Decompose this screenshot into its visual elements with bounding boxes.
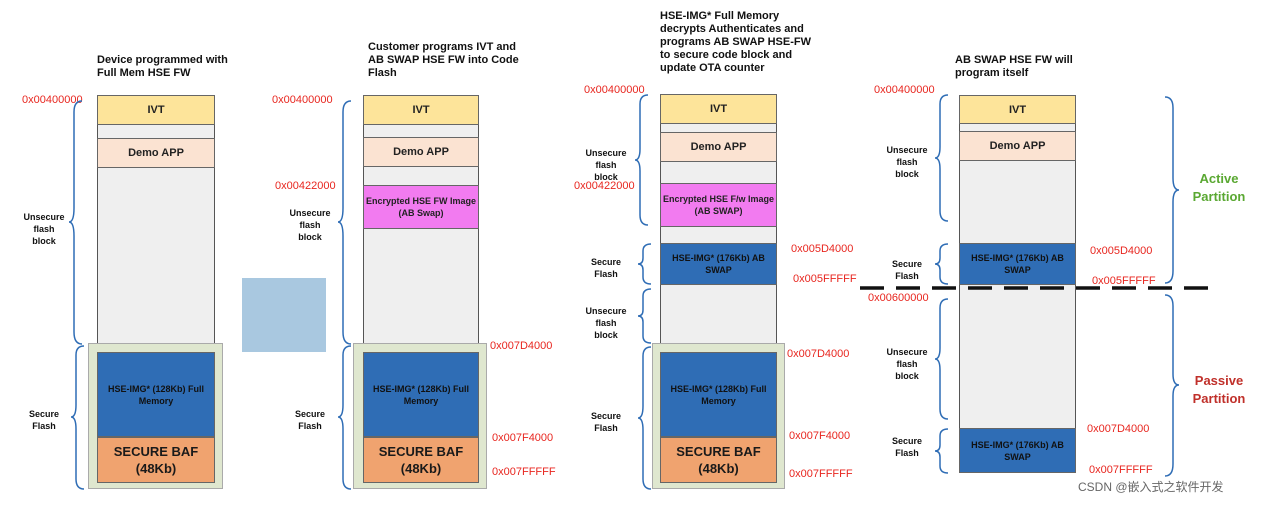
panel3-title: HSE-IMG* Full Memory decrypts Authentica… [660, 10, 811, 74]
panel1-secure-baf-block: SECURE BAF (48Kb) [97, 437, 215, 483]
panel3-unsecure-label-1: Unsecure flash block [585, 148, 627, 182]
active-partition-bracket [1164, 96, 1180, 284]
panel1-demo-app-block: Demo APP [97, 138, 215, 168]
panel4-secure-bracket-1 [934, 243, 949, 285]
panel1-unsecure-bracket [68, 100, 83, 345]
panel3-secure-label-2: Secure Flash [590, 411, 622, 433]
panel3-secure-bracket-2 [637, 346, 652, 490]
watermark-text: CSDN @嵌入式之软件开发 [1078, 480, 1224, 494]
panel4-address-swap-end: 0x005FFFFF [1092, 275, 1156, 287]
panel3-address-swap-end: 0x005FFFFF [793, 273, 857, 285]
panel2-encrypted-image-block: Encrypted HSE FW Image (AB Swap) [363, 185, 479, 229]
panel4-demo-app-block: Demo APP [959, 131, 1076, 161]
panel4-address-start: 0x00400000 [874, 84, 935, 96]
panel2-hse-full-block: HSE-IMG* (128Kb) Full Memory [363, 352, 479, 437]
panel2-secure-label: Secure Flash [294, 409, 326, 431]
decorative-blue-square [242, 278, 326, 352]
panel4-hse-ab-swap-active-block: HSE-IMG* (176Kb) AB SWAP [959, 243, 1076, 285]
panel2-address-start: 0x00400000 [272, 94, 333, 106]
panel3-demo-app-block: Demo APP [660, 132, 777, 162]
panel3-encrypted-image-block: Encrypted HSE F/w Image (AB SWAP) [660, 183, 777, 227]
panel2-address-baf: 0x007F4000 [492, 432, 554, 444]
panel4-address-end: 0x007FFFFF [1089, 464, 1153, 476]
passive-partition-label: Passive Partition [1192, 373, 1246, 406]
panel2-secure-baf-block: SECURE BAF (48Kb) [363, 437, 479, 483]
panel4-ivt-block: IVT [959, 95, 1076, 124]
panel3-unsecure-bracket-1 [634, 94, 649, 226]
panel2-address-encrypted: 0x00422000 [275, 180, 336, 192]
panel2-ivt-block: IVT [363, 95, 479, 125]
panel4-hse-ab-swap-passive-block: HSE-IMG* (176Kb) AB SWAP [959, 428, 1076, 473]
panel2-unsecure-bracket [337, 100, 352, 345]
panel4-unsecure-bracket-1 [934, 94, 949, 222]
panel4-secure-label-2: Secure Flash [891, 436, 923, 458]
panel2-address-end: 0x007FFFFF [492, 466, 556, 478]
panel3-secure-label-1: Secure Flash [590, 257, 622, 279]
panel3-hse-ab-swap-block: HSE-IMG* (176Kb) AB SWAP [660, 243, 777, 285]
panel4-unsecure-label-1: Unsecure flash block [886, 145, 928, 179]
panel2-unsecure-label: Unsecure flash block [289, 208, 331, 242]
panel1-address-start: 0x00400000 [22, 94, 83, 106]
panel3-secure-baf-block: SECURE BAF (48Kb) [660, 437, 777, 483]
panel4-secure-label-1: Secure Flash [891, 259, 923, 281]
panel1-secure-bracket [70, 345, 85, 490]
panel3-unsecure-bracket-2 [637, 288, 652, 344]
panel4-title: AB SWAP HSE FW will program itself [955, 54, 1073, 79]
panel4-address-secure: 0x007D4000 [1087, 423, 1150, 435]
panel3-address-encrypted: 0x00422000 [574, 180, 635, 192]
panel1-unsecure-label: Unsecure flash block [23, 212, 65, 246]
active-partition-label: Active Partition [1192, 171, 1246, 204]
passive-partition-bracket [1164, 294, 1180, 477]
panel3-hse-full-block: HSE-IMG* (128Kb) Full Memory [660, 352, 777, 437]
partition-divider-line [860, 286, 1216, 290]
panel2-secure-bracket [337, 345, 352, 490]
panel3-address-swap: 0x005D4000 [791, 243, 854, 255]
panel3-secure-bracket-1 [637, 243, 652, 285]
panel3-address-secure: 0x007D4000 [787, 348, 850, 360]
panel4-address-swap: 0x005D4000 [1090, 245, 1153, 257]
panel3-unsecure-label-2: Unsecure flash block [585, 306, 627, 340]
panel4-unsecure-label-2: Unsecure flash block [886, 347, 928, 381]
panel2-address-secure: 0x007D4000 [490, 340, 553, 352]
panel1-secure-label: Secure Flash [28, 409, 60, 431]
panel3-ivt-block: IVT [660, 94, 777, 124]
panel3-address-baf: 0x007F4000 [789, 430, 851, 442]
panel2-title: Customer programs IVT and AB SWAP HSE FW… [368, 41, 519, 79]
panel1-hse-full-block: HSE-IMG* (128Kb) Full Memory [97, 352, 215, 437]
panel4-address-passive: 0x00600000 [868, 292, 929, 304]
panel3-address-start: 0x00400000 [584, 84, 645, 96]
panel1-ivt-block: IVT [97, 95, 215, 125]
panel4-secure-bracket-2 [934, 428, 949, 474]
panel1-title: Device programmed with Full Mem HSE FW [97, 54, 228, 79]
panel4-unsecure-bracket-2 [934, 298, 949, 420]
panel3-address-end: 0x007FFFFF [789, 468, 853, 480]
panel2-demo-app-block: Demo APP [363, 137, 479, 167]
